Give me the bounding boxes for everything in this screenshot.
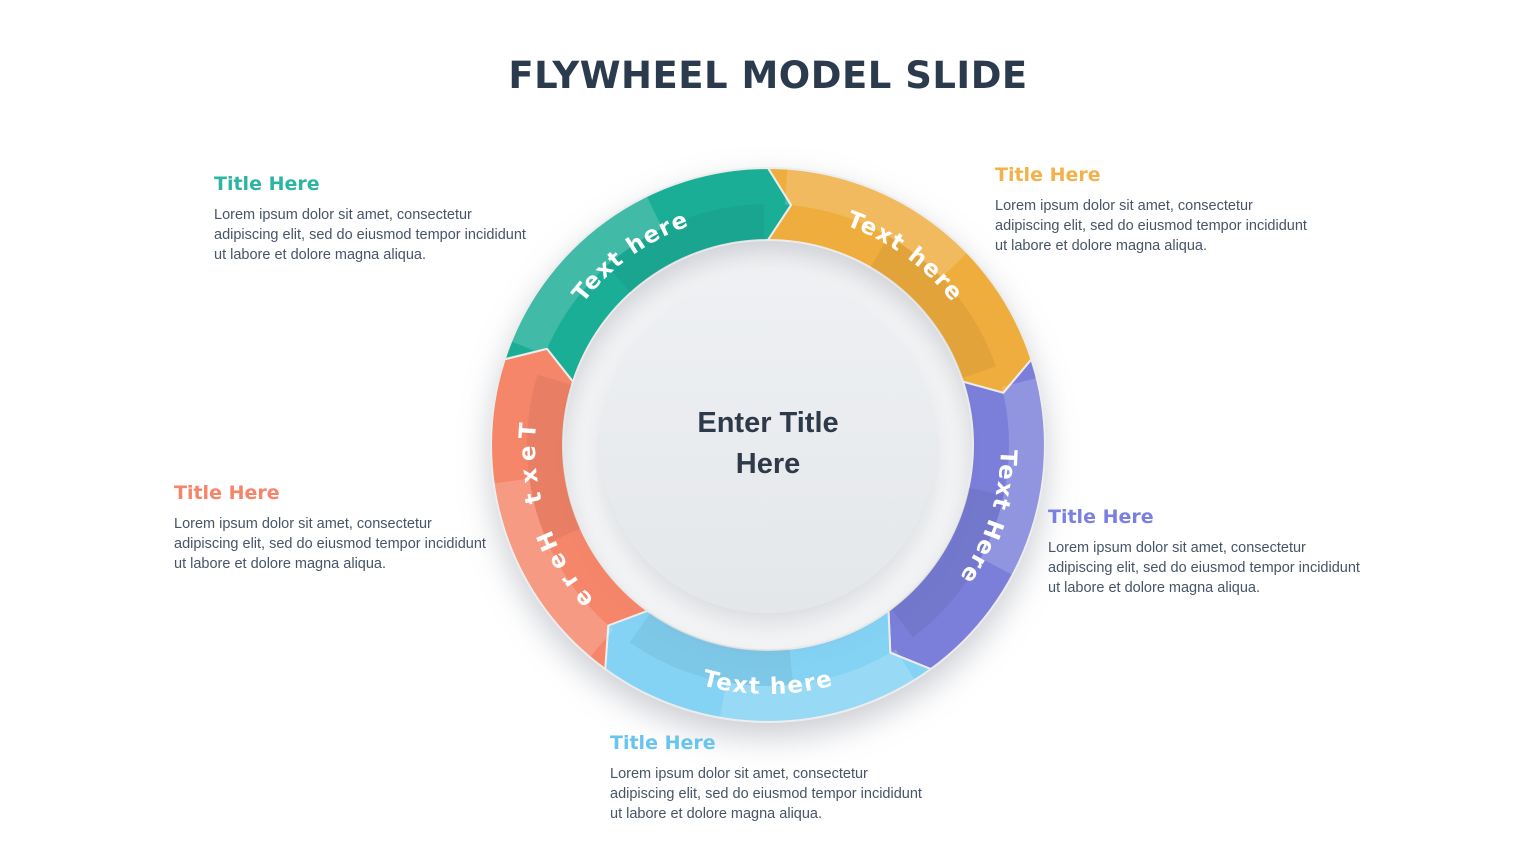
flywheel-ring — [490, 167, 1046, 723]
segment-yellow-shade — [870, 236, 996, 379]
segment-salmon-highlight — [493, 478, 614, 658]
section-block-bottom: Title Here Lorem ipsum dolor sit amet, c… — [610, 732, 962, 824]
section-title[interactable]: Title Here — [214, 173, 320, 195]
svg-text:t: t — [520, 488, 548, 506]
segment-salmon-shade — [526, 374, 581, 543]
section-block-top-left: Title Here Lorem ipsum dolor sit amet, c… — [214, 173, 566, 265]
segment-purple-highlight — [980, 378, 1046, 575]
svg-text:e: e — [515, 444, 542, 462]
segment-teal-highlight — [511, 196, 663, 355]
section-body[interactable]: Lorem ipsum dolor sit amet, consectetur … — [995, 197, 1307, 254]
section-title[interactable]: Title Here — [1048, 506, 1154, 528]
segment-blue-highlight — [719, 649, 915, 723]
section-title[interactable]: Title Here — [610, 732, 716, 754]
section-title[interactable]: Title Here — [995, 164, 1101, 186]
center-circle[interactable] — [600, 277, 936, 613]
segment-teal-shade — [606, 204, 765, 293]
section-body[interactable]: Lorem ipsum dolor sit amet, consectetur … — [174, 515, 486, 572]
segment-salmon[interactable] — [490, 347, 649, 671]
flywheel-diagram: Text here Text here Text Here Text here … — [448, 125, 1088, 765]
section-title[interactable]: Title Here — [174, 482, 280, 504]
slide-title: FLYWHEEL MODEL SLIDE — [508, 54, 1028, 97]
segment-yellow-highlight — [784, 168, 968, 278]
section-block-right: Title Here Lorem ipsum dolor sit amet, c… — [1048, 506, 1400, 598]
section-body[interactable]: Lorem ipsum dolor sit amet, consectetur … — [214, 206, 526, 263]
segment-blue-shade — [629, 612, 794, 687]
svg-text:x: x — [516, 465, 544, 484]
section-block-top-right: Title Here Lorem ipsum dolor sit amet, c… — [995, 164, 1347, 256]
section-body[interactable]: Lorem ipsum dolor sit amet, consectetur … — [1048, 539, 1360, 596]
section-body[interactable]: Lorem ipsum dolor sit amet, consectetur … — [610, 765, 922, 822]
center-title-placeholder[interactable]: Enter Title Here — [697, 407, 839, 481]
svg-text:T: T — [515, 421, 542, 440]
section-block-left: Title Here Lorem ipsum dolor sit amet, c… — [174, 482, 526, 574]
segment-purple-shade — [891, 487, 1004, 638]
